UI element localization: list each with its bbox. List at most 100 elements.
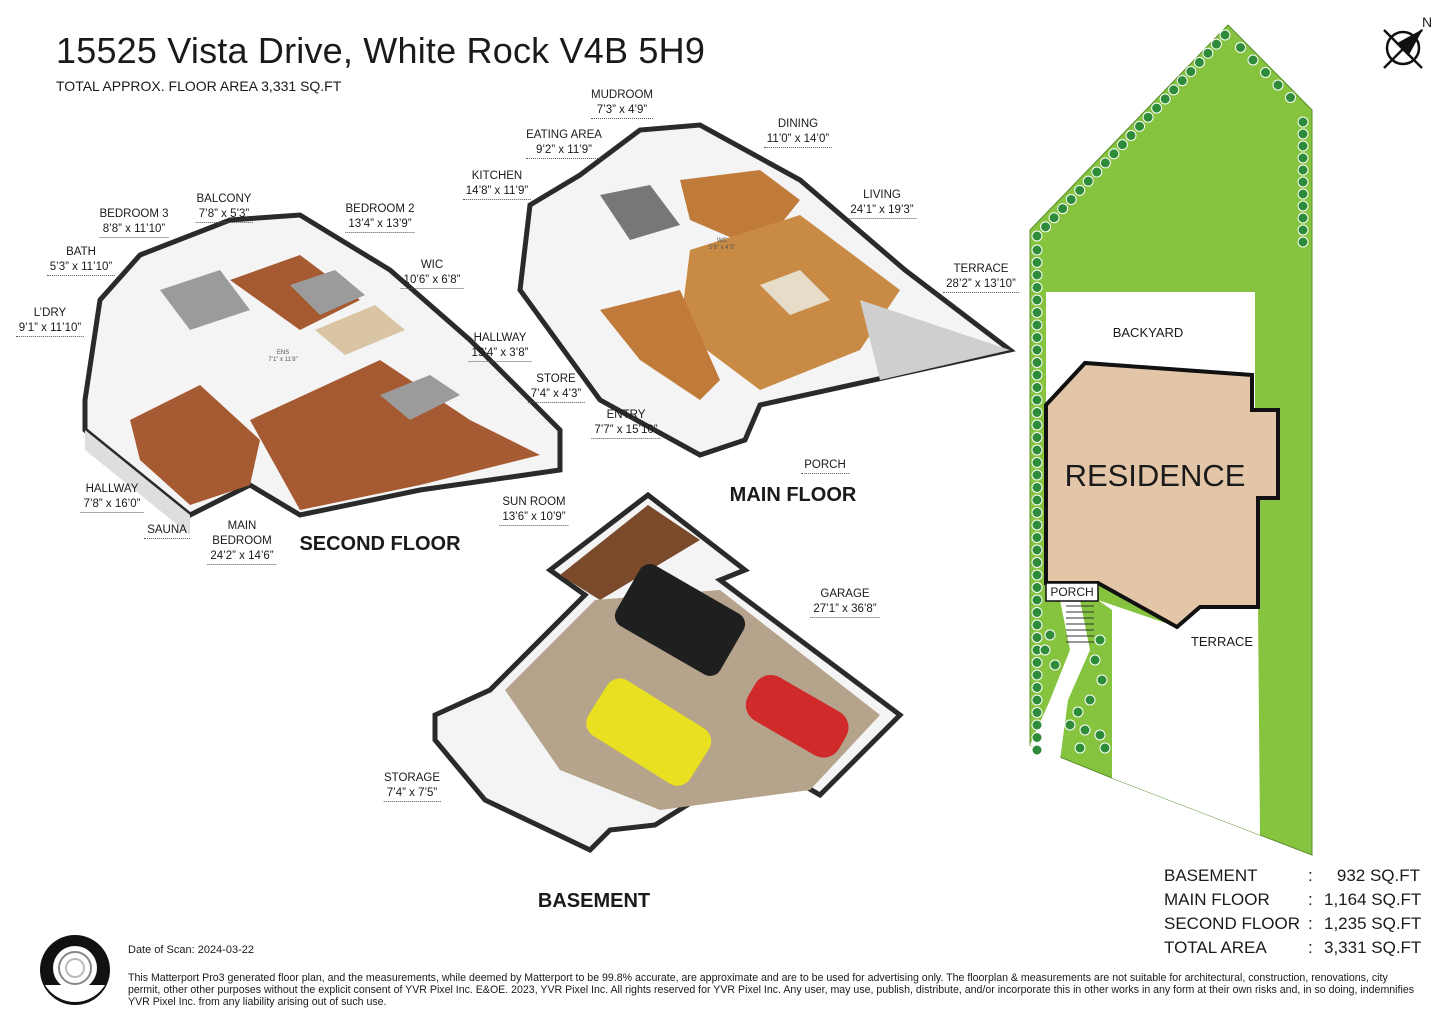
room-dim: 8’8” x 11’10” (99, 222, 169, 238)
tree-markers (1031, 29, 1309, 756)
north-label: N (1422, 14, 1433, 30)
tree-icon (1031, 732, 1043, 743)
second-floor-heading: SECOND FLOOR (299, 533, 461, 555)
room-dim: 10’6” x 6’8” (400, 273, 464, 289)
scan-date: Date of Scan: 2024-03-22 (128, 944, 254, 956)
tree-icon (1049, 659, 1061, 671)
residence-label: RESIDENCE (1064, 458, 1246, 493)
room-name: DINING (777, 118, 819, 130)
room-dim: 7’1” x 11’8” (268, 357, 298, 363)
tree-icon (1210, 38, 1222, 50)
tree-icon (1031, 632, 1043, 643)
tree-icon (1031, 544, 1043, 556)
room-dim: 7’7” x 15’10” (591, 423, 661, 439)
backyard-label: BACKYARD (1112, 325, 1184, 340)
room-dim: 24’1” x 19’3” (847, 203, 917, 219)
tree-icon (1096, 674, 1108, 686)
tree-icon (1031, 507, 1043, 518)
tree-icon (1031, 444, 1043, 456)
room-name: MUDROOM (591, 89, 653, 101)
room-name: PORCH (801, 458, 849, 474)
separator: : (1308, 914, 1313, 933)
room-dim: 28’2” x 13’10” (943, 277, 1019, 293)
tree-icon (1297, 152, 1309, 164)
room-dim: 19’4” x 3’8” (468, 346, 532, 362)
tree-icon (1176, 75, 1188, 87)
tree-icon (1235, 42, 1246, 53)
area-row-second-floor: SECOND FLOOR:1,235 SQ.FT (1164, 912, 1421, 936)
porch-label: PORCH (1050, 585, 1094, 599)
tree-icon (1031, 694, 1043, 706)
tree-icon (1031, 294, 1043, 306)
tree-icon (1031, 269, 1043, 281)
second-floor-model (82, 212, 563, 535)
tree-icon (1297, 236, 1309, 248)
tree-icon (1040, 221, 1052, 233)
tree-icon (1031, 657, 1043, 668)
tree-icon (1074, 742, 1086, 754)
tree-icon (1031, 532, 1043, 543)
room-name: EATING AREA (526, 129, 602, 141)
tree-icon (1125, 130, 1137, 141)
room-name: WC (717, 238, 727, 244)
tree-icon (1031, 582, 1043, 593)
basement-model (432, 491, 904, 854)
room-dim: 9’2” x 11’9” (526, 143, 602, 159)
tree-icon (1297, 188, 1309, 200)
tree-icon (1031, 494, 1043, 506)
room-name: WIC (420, 259, 444, 271)
tree-icon (1091, 166, 1103, 178)
tree-icon (1072, 706, 1084, 718)
tree-icon (1031, 669, 1043, 681)
tree-icon (1079, 724, 1091, 736)
room-dim: 13’4” x 13’9” (345, 217, 415, 233)
tree-icon (1031, 482, 1043, 493)
room-label-wic: WIC 10’6” x 6’8” (400, 258, 464, 289)
room-dim: 7’3” x 4’9” (591, 103, 653, 119)
room-name: HALLWAY (85, 483, 139, 495)
tree-icon (1260, 67, 1271, 78)
room-dim: 5’3” x 11’10” (46, 260, 116, 276)
room-name: ENTRY (606, 409, 646, 421)
terrace-label: TERRACE (1190, 634, 1254, 649)
room-dim: 9’1” x 11’10” (15, 321, 85, 337)
room-dim: 7’4” x 7’5” (383, 786, 441, 802)
room-name: KITCHEN (471, 170, 523, 182)
room-label-eating-area: EATING AREA 9’2” x 11’9” (526, 128, 602, 159)
room-dim: 13’6” x 10’9” (499, 510, 569, 526)
tree-icon (1297, 200, 1309, 212)
room-name: BEDROOM 2 (345, 203, 415, 215)
tree-icon (1297, 176, 1309, 188)
room-name: STORAGE (383, 772, 441, 784)
tree-icon (1031, 607, 1043, 618)
tree-icon (1031, 407, 1043, 418)
tree-icon (1031, 457, 1043, 468)
tree-icon (1202, 47, 1214, 59)
disclaimer-text: This Matterport Pro3 generated floor pla… (128, 972, 1415, 1008)
room-label-storage: STORAGE 7’4” x 7’5” (383, 771, 441, 802)
total-area-subtitle: TOTAL APPROX. FLOOR AREA 3,331 SQ.FT (56, 78, 342, 94)
tree-icon (1272, 79, 1284, 91)
tree-icon (1031, 744, 1043, 756)
tree-icon (1048, 212, 1060, 224)
tree-icon (1084, 694, 1096, 706)
room-name: BALCONY (196, 193, 252, 205)
tree-icon (1193, 56, 1205, 68)
tree-icon (1168, 84, 1180, 96)
tree-icon (1031, 344, 1043, 356)
room-label-sauna: SAUNA (144, 523, 190, 539)
separator: : (1308, 938, 1313, 957)
area-label: MAIN FLOOR (1164, 890, 1270, 909)
tree-icon (1031, 369, 1043, 381)
room-label-porch: PORCH (801, 458, 849, 474)
tree-icon (1151, 102, 1163, 114)
tree-icon (1099, 742, 1111, 754)
